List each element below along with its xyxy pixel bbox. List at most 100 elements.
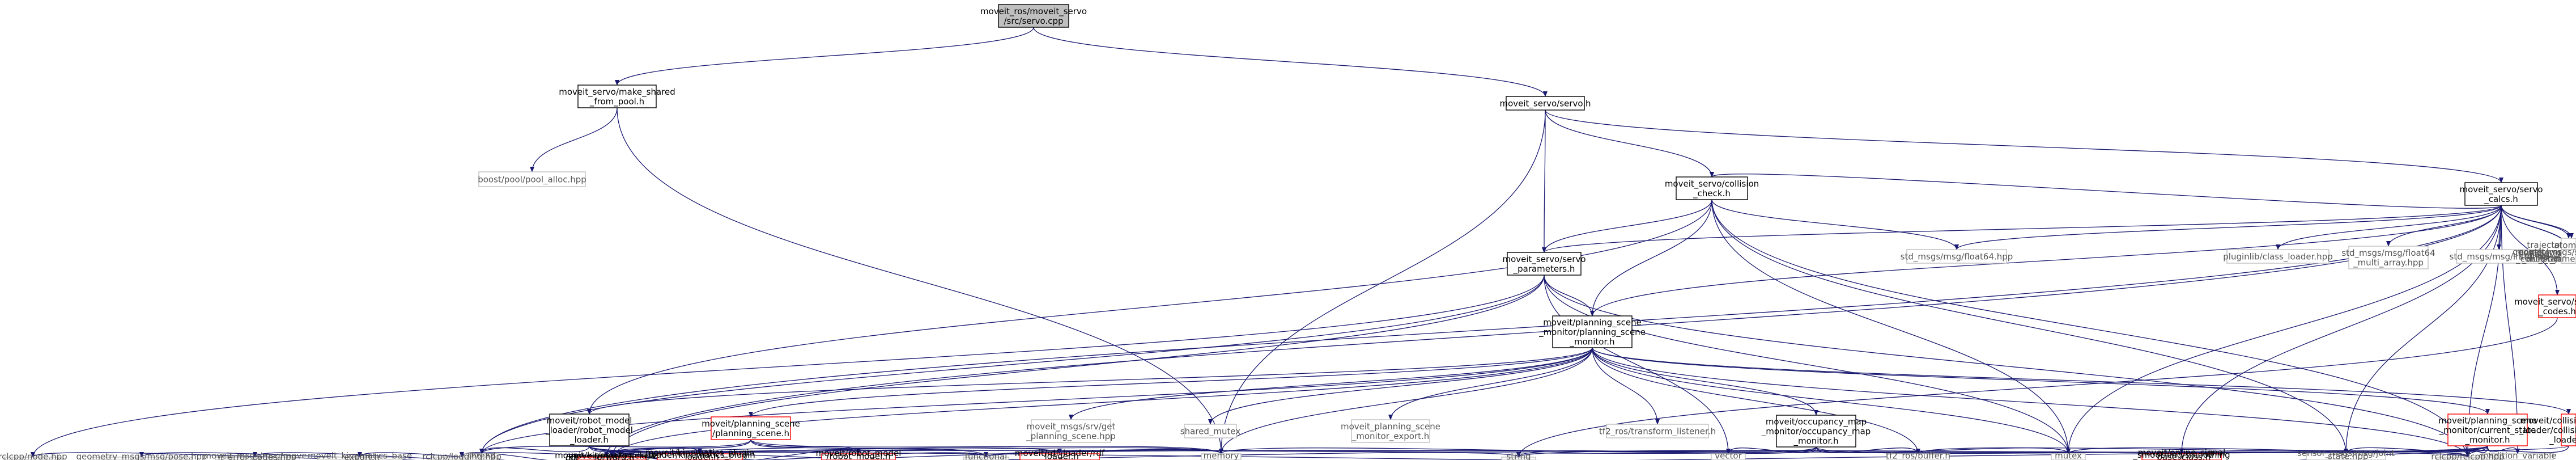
node-tf2-buffer[interactable]: tf2_ros/buffer.h: [1886, 451, 1950, 460]
node-label-line: _monitor/planning_scene: [1538, 327, 1646, 337]
node-box: [998, 4, 1069, 28]
node-float64-multi[interactable]: std_msgs/msg/float64_multi_array.hpp: [2341, 246, 2435, 269]
edge-servo-h-to-servo-params: [1542, 109, 1547, 253]
edge-servo-calcs-to-pluginlib: [2276, 205, 2502, 250]
node-label-line: memory: [1204, 451, 1239, 460]
node-kin-plugin[interactable]: moveit/kinematics_plugin_loader/kinemati…: [644, 448, 755, 460]
edge-psm-to-shared-mutex: [1208, 347, 1593, 425]
node-label-line: moveit_servo/servo: [2459, 184, 2543, 195]
edges-layer: [31, 27, 2574, 460]
node-servo-params[interactable]: moveit_servo/servo_parameters.h: [1502, 252, 1586, 276]
node-box: [2226, 249, 2330, 264]
node-box: [549, 413, 630, 446]
edge-collision-check-to-robot-model-loader: [587, 199, 1712, 415]
edge-psm-to-memory: [1219, 347, 1593, 454]
node-pose[interactable]: geometry_msgs/msg/pose.hpp: [76, 451, 207, 460]
edge-servo-calcs-to-atomic: [2501, 205, 2571, 239]
node-box: [2561, 413, 2576, 446]
node-pool-alloc[interactable]: boost/pool/pool_alloc.hpp: [478, 171, 586, 187]
node-label-line: /robot_model.h: [826, 451, 890, 460]
edge-psm-to-mutex: [1592, 347, 2071, 454]
node-vector[interactable]: vector: [1711, 451, 1746, 460]
edge-servo-calcs-to-servo-params: [1542, 205, 2502, 253]
node-float64[interactable]: std_msgs/msg/float64.hpp: [1901, 249, 2013, 264]
node-box: [1184, 424, 1237, 438]
node-robot-model-loader[interactable]: moveit/robot_model_loader/robot_model_lo…: [545, 413, 633, 446]
node-smoothing[interactable]: moveit/online_signal_smoothing/smoothing…: [2132, 448, 2230, 460]
node-string[interactable]: string: [1501, 451, 1536, 460]
node-psm-export[interactable]: moveit_planning_scene_monitor_export.h: [1341, 419, 1440, 443]
edge-psm-to-robot-model-loader: [587, 347, 1593, 415]
node-get-ps[interactable]: moveit_msgs/srv/get_planning_scene.hpp: [1026, 419, 1116, 443]
node-label-line: moveit_msgs/msg/move: [203, 451, 307, 460]
node-collision-plugin[interactable]: moveit/collision_plugin_loader/collision…: [2519, 413, 2576, 446]
edge-servo-params-to-vector: [1544, 275, 1731, 454]
node-servo-h[interactable]: moveit_servo/servo.h: [1499, 96, 1591, 111]
node-servo-calcs[interactable]: moveit_servo/servo_calcs.h: [2459, 182, 2543, 206]
node-label-line: moveit/collision_plugin: [2520, 415, 2576, 426]
edge-psm-to-current-state: [1592, 347, 2490, 415]
node-label-line: moveit_servo/collision: [1665, 179, 1759, 189]
edge-collision-plugin-to-class-forward: [610, 445, 2569, 458]
node-label-line: moveit_servo/servo.h: [1499, 98, 1591, 109]
node-box: [90, 457, 193, 460]
node-psm[interactable]: moveit/planning_scene_monitor/planning_s…: [1538, 315, 1646, 348]
node-box: [1886, 453, 1950, 460]
node-change-control[interactable]: moveit_msgs/srv/change_control_dimension…: [2515, 247, 2576, 265]
node-box: [711, 416, 791, 440]
node-box: [1906, 249, 2007, 264]
node-label-line: _state.hpp: [2323, 451, 2369, 460]
node-box: [963, 457, 1009, 460]
node-int8[interactable]: std_msgs/msg/int8.hpp: [2450, 249, 2549, 264]
node-joint-state[interactable]: sensor_msgs/msg/joint_state.hpp: [2297, 448, 2395, 460]
node-rdf-loader[interactable]: moveit/rdf_loader/rdf_loader.h: [1015, 448, 1105, 460]
node-label-line: moveit_kinematics_base: [308, 451, 412, 460]
node-occupancy[interactable]: moveit/occupancy_map_monitor/occupancy_m…: [1761, 415, 1871, 448]
node-label-line: _base_class.h: [2152, 452, 2211, 460]
node-label-line: string: [1506, 451, 1531, 460]
node-box: [2051, 453, 2086, 460]
edge-servo-params-to-psm: [1544, 275, 1595, 316]
node-move-it-codes[interactable]: moveit_msgs/msg/move_it_error_codes.hpp: [203, 451, 307, 460]
node-rclcpp[interactable]: rclcpp/rclcpp.hpp: [2431, 451, 2505, 460]
node-box: [478, 171, 586, 187]
node-label-line: moveit/rdf_loader/rdf: [1015, 448, 1105, 459]
node-functional[interactable]: functional: [963, 451, 1009, 460]
node-label-line: _forward.h: [589, 452, 634, 460]
node-status-codes[interactable]: moveit_servo/status_codes.h: [2514, 294, 2576, 318]
node-servo-cpp[interactable]: moveit_ros/moveit_servo/src/servo.cpp: [980, 4, 1087, 28]
node-make-shared[interactable]: moveit_servo/make_shared_from_pool.h: [559, 85, 675, 108]
node-label-line: tf2_ros/transform_listener.h: [1599, 426, 1716, 437]
node-label-line: _loader/collision_plugin: [2519, 425, 2576, 436]
node-robot-model[interactable]: moveit/robot_model/robot_model.h: [816, 448, 902, 460]
node-label-line: _codes.h: [2538, 306, 2576, 317]
node-class-forward[interactable]: moveit/macros/class_forward.h: [568, 451, 656, 460]
node-label-line: moveit_planning_scene: [1341, 421, 1440, 432]
node-kin-export[interactable]: moveit_kinematics_base_export.h: [308, 451, 412, 460]
node-shared-mutex[interactable]: shared_mutex: [1180, 424, 1241, 438]
edge-kin-base-to-logging: [460, 451, 606, 460]
node-label-line: rclcpp/rclcpp.hpp: [2431, 451, 2504, 460]
node-collision-check[interactable]: moveit_servo/collision_check.h: [1665, 176, 1759, 200]
node-label-line: std_msgs/msg/int8.hpp: [2450, 251, 2549, 262]
edge-psm-to-get-ps: [1069, 347, 1593, 420]
node-current-state[interactable]: moveit/planning_scene_monitor/current_st…: [2438, 413, 2537, 446]
node-logging[interactable]: rclcpp/logging.hpp: [422, 451, 501, 460]
edge-servo-calcs-to-float64: [1954, 205, 2502, 250]
node-rclcpp-node[interactable]: rclcpp/node.hpp: [0, 451, 67, 460]
node-pluginlib[interactable]: pluginlib/class_loader.hpp: [2223, 249, 2333, 264]
edge-psm-to-rclcpp: [1592, 347, 2470, 458]
edge-collision-check-to-mutex: [1711, 199, 2071, 454]
edge-psm-to-tf2-buffer: [1592, 347, 1920, 454]
node-label-line: _loader.h: [1040, 451, 1079, 460]
node-box: [1351, 419, 1430, 443]
node-box: [1711, 453, 1746, 460]
node-tf2-listener[interactable]: tf2_ros/transform_listener.h: [1599, 424, 1716, 438]
edge-collision-check-to-psm: [1590, 199, 1712, 316]
node-memory[interactable]: memory: [1201, 451, 1242, 460]
node-planning-scene[interactable]: moveit/planning_scene/planning_scene.h: [702, 416, 800, 440]
edge-servo-cpp-to-servo-h: [1033, 27, 1548, 97]
edge-collision-check-to-float64: [1711, 199, 1959, 250]
edge-servo-params-to-rclcpp-node: [31, 275, 1545, 458]
node-mutex[interactable]: mutex: [2051, 451, 2086, 460]
